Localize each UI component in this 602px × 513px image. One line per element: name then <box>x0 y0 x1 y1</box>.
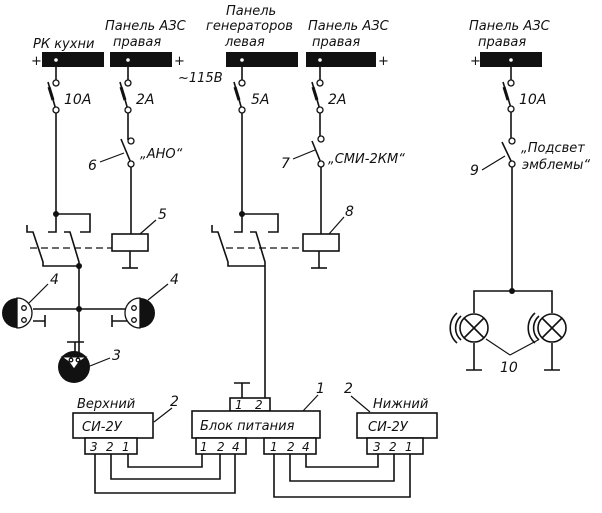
bus-bar-rk: + <box>31 52 104 69</box>
wires-upper-to-power <box>94 454 236 494</box>
svg-text:правая: правая <box>478 35 526 50</box>
svg-text:+: + <box>470 54 481 69</box>
lamp-10-right <box>527 312 567 344</box>
bus-bar-azs-right-2: + <box>306 52 389 69</box>
svg-text:„АНО“: „АНО“ <box>140 147 183 162</box>
svg-text:3: 3 <box>112 348 121 364</box>
svg-text:+: + <box>378 54 389 69</box>
svg-text:„СМИ-2КМ“: „СМИ-2КМ“ <box>328 152 405 167</box>
svg-text:1: 1 <box>200 440 208 454</box>
svg-text:1: 1 <box>235 398 243 412</box>
svg-text:2: 2 <box>106 440 114 454</box>
lamp-10-left <box>449 312 489 344</box>
breaker-rk: 10А <box>47 67 91 114</box>
svg-text:левая: левая <box>224 35 265 50</box>
svg-text:РК кухни: РК кухни <box>33 37 94 52</box>
lamp-wiring-right <box>466 167 560 371</box>
lamp-3-bottom: 3 <box>58 348 121 383</box>
svg-text:2А: 2А <box>328 92 346 108</box>
svg-text:генераторов: генераторов <box>206 19 293 34</box>
voltage-label: ~115В <box>178 71 223 86</box>
svg-text:5А: 5А <box>251 92 269 108</box>
lamp-4-left: 4 <box>2 272 59 329</box>
svg-text:4: 4 <box>170 272 179 288</box>
svg-text:+: + <box>174 54 185 69</box>
svg-text:10А: 10А <box>64 92 91 108</box>
power-unit-1: 1 2 Блок питания 1 1 2 4 1 2 4 <box>191 381 325 455</box>
breaker-gen-left: 5А <box>233 67 269 114</box>
svg-text:Блок питания: Блок питания <box>200 419 295 434</box>
bus-label-azs-right-3: Панель АЗС правая <box>469 19 551 50</box>
svg-text:1: 1 <box>316 381 325 397</box>
svg-text:Панель АЗС: Панель АЗС <box>469 19 551 34</box>
relay-5: 5 <box>111 167 167 269</box>
svg-text:2: 2 <box>389 440 397 454</box>
svg-text:+: + <box>31 54 42 69</box>
svg-text:7: 7 <box>281 156 290 172</box>
switch-9-emblem-light: 9 „Подсвет эмблемы“ <box>470 112 590 179</box>
svg-text:эмблемы“: эмблемы“ <box>522 158 590 173</box>
svg-text:Панель АЗС: Панель АЗС <box>105 19 187 34</box>
svg-text:4: 4 <box>302 440 310 454</box>
bus-label-gen-left: Панель генераторов левая <box>206 4 293 50</box>
svg-text:8: 8 <box>345 204 354 220</box>
svg-text:5: 5 <box>158 207 167 223</box>
svg-text:1: 1 <box>405 440 413 454</box>
svg-text:Панель: Панель <box>226 4 276 19</box>
svg-text:9: 9 <box>470 163 479 179</box>
svg-text:4: 4 <box>50 272 59 288</box>
svg-text:2: 2 <box>287 440 295 454</box>
svg-text:2: 2 <box>217 440 225 454</box>
svg-text:6: 6 <box>88 158 97 174</box>
upper-unit-si2u: Верхний 2 СИ-2У 3 2 1 <box>72 394 179 455</box>
bus-label-rk: РК кухни <box>33 37 94 52</box>
bus-bar-azs-right-1: + <box>110 52 185 69</box>
svg-text:СИ-2У: СИ-2У <box>368 420 409 435</box>
svg-text:Верхний: Верхний <box>77 397 135 412</box>
svg-text:3: 3 <box>90 440 98 454</box>
svg-text:10: 10 <box>500 360 518 376</box>
bus-bar-azs-right-3: + <box>470 52 542 69</box>
bus-bar-gen-left <box>226 52 298 67</box>
svg-text:правая: правая <box>312 35 360 50</box>
svg-text:2: 2 <box>344 381 353 397</box>
svg-text:СИ-2У: СИ-2У <box>82 420 123 435</box>
svg-text:„Подсвет: „Подсвет <box>521 141 585 156</box>
svg-text:Панель АЗС: Панель АЗС <box>308 19 390 34</box>
svg-text:3: 3 <box>373 440 381 454</box>
svg-text:правая: правая <box>113 35 161 50</box>
svg-text:1: 1 <box>270 440 278 454</box>
lower-unit-si2u: Нижний 2 СИ-2У 3 2 1 <box>344 381 438 455</box>
relay-5-contacts <box>26 113 112 269</box>
bus-label-azs-right-2: Панель АЗС правая <box>308 19 390 50</box>
breaker-azs-right-2: 2А <box>311 67 346 114</box>
breaker-azs-right-1: 2А <box>119 67 154 114</box>
svg-text:Нижний: Нижний <box>373 397 428 412</box>
lamp-4-right: 4 <box>124 272 179 329</box>
breaker-azs-right-3: 10А <box>502 67 546 113</box>
bus-label-azs-right-1: Панель АЗС правая <box>105 19 187 50</box>
relay-8-contacts <box>211 113 303 398</box>
lamp-10-callout: 10 <box>485 338 539 376</box>
svg-text:10А: 10А <box>519 92 546 108</box>
svg-text:2: 2 <box>170 394 179 410</box>
svg-text:2А: 2А <box>136 92 154 108</box>
svg-text:2: 2 <box>255 398 263 412</box>
relay-8: 8 <box>302 167 354 269</box>
svg-text:4: 4 <box>232 440 240 454</box>
wires-power-to-lower <box>273 454 411 498</box>
svg-text:1: 1 <box>122 440 130 454</box>
switch-6-ano: 6 „АНО“ <box>88 113 183 174</box>
switch-7-smi: 7 „СМИ-2КМ“ <box>281 113 405 172</box>
